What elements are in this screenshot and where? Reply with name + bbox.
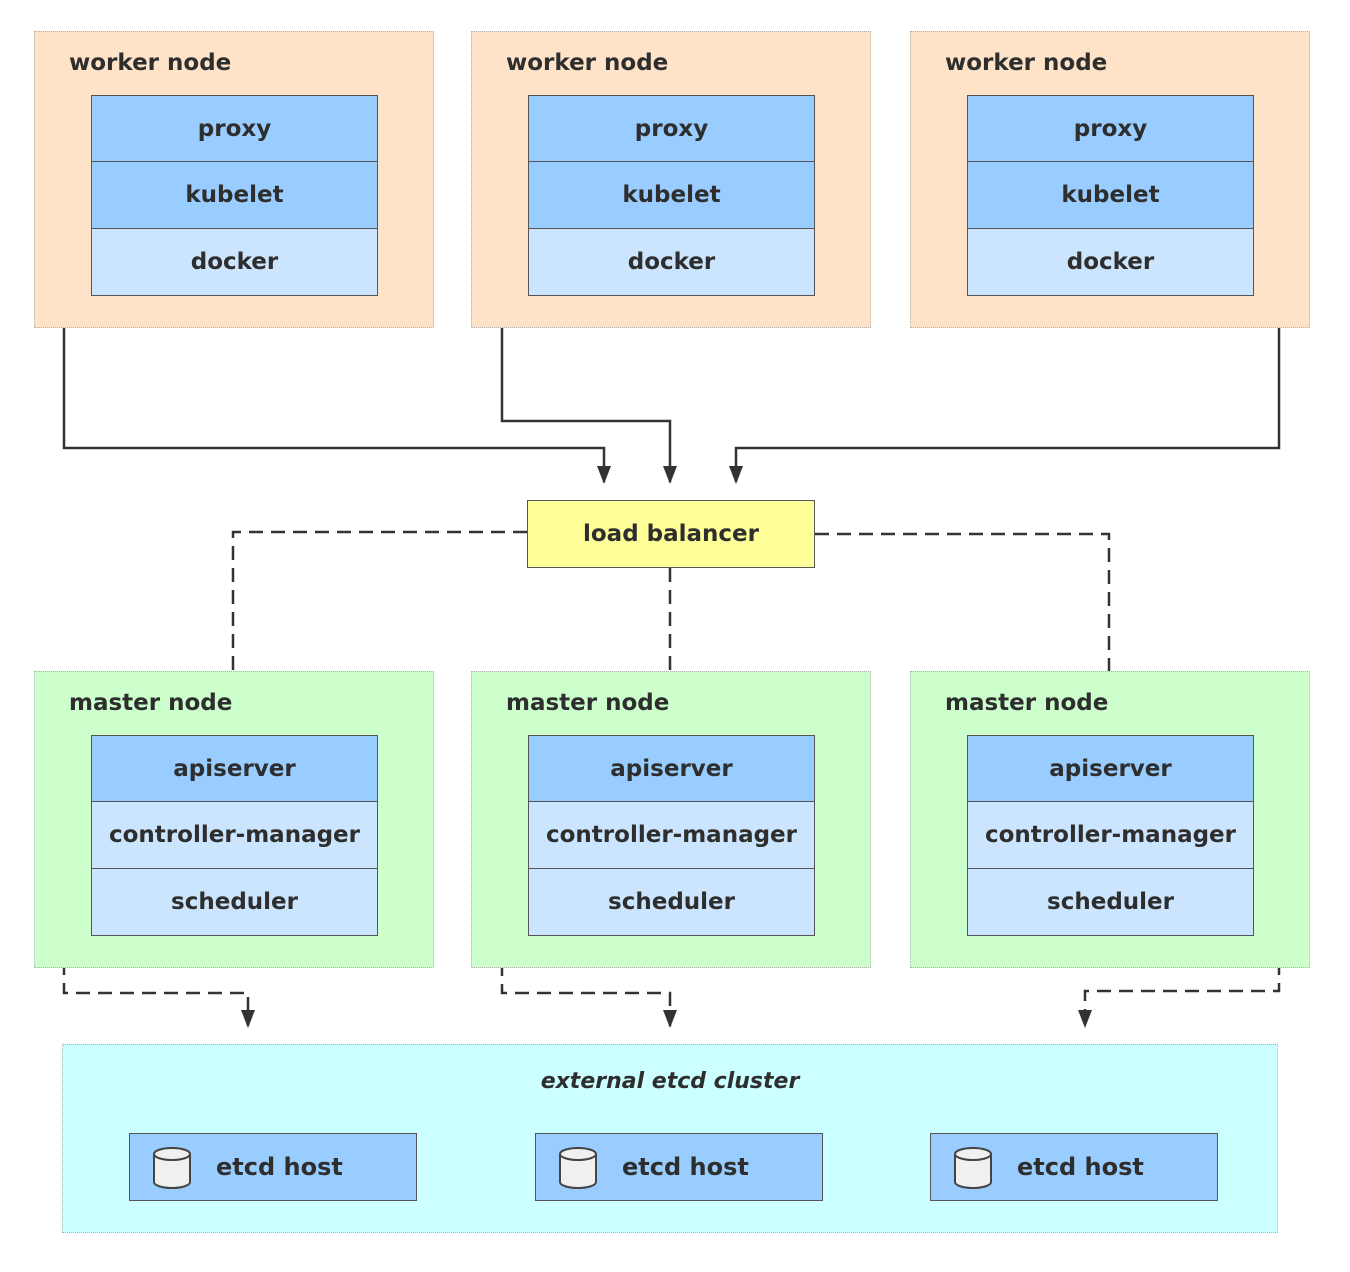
etcd-host-1: etcd host [129, 1133, 417, 1201]
etcd-host-label: etcd host [622, 1153, 749, 1181]
component-kubelet: kubelet [967, 162, 1254, 229]
component-stack: apiserver controller-manager scheduler [528, 735, 815, 936]
etcd-host-3: etcd host [930, 1133, 1218, 1201]
component-docker: docker [528, 229, 815, 296]
component-scheduler: scheduler [967, 869, 1254, 936]
master-node-2: master node apiserver controller-manager… [471, 671, 871, 968]
component-docker: docker [91, 229, 378, 296]
database-icon [954, 1147, 992, 1189]
master-node-1: master node apiserver controller-manager… [34, 671, 434, 968]
component-scheduler: scheduler [91, 869, 378, 936]
component-proxy: proxy [967, 95, 1254, 162]
etcd-host-label: etcd host [216, 1153, 343, 1181]
component-stack: proxy kubelet docker [967, 95, 1254, 296]
group-title: worker node [506, 50, 669, 76]
load-balancer: load balancer [527, 500, 815, 568]
worker-node-2: worker node proxy kubelet docker [471, 31, 871, 328]
component-proxy: proxy [528, 95, 815, 162]
worker-node-1: worker node proxy kubelet docker [34, 31, 434, 328]
etcd-host-2: etcd host [535, 1133, 823, 1201]
worker-node-3: worker node proxy kubelet docker [910, 31, 1310, 328]
component-kubelet: kubelet [91, 162, 378, 229]
component-apiserver: apiserver [528, 735, 815, 802]
database-icon [153, 1147, 191, 1189]
component-kubelet: kubelet [528, 162, 815, 229]
component-stack: proxy kubelet docker [91, 95, 378, 296]
component-scheduler: scheduler [528, 869, 815, 936]
component-docker: docker [967, 229, 1254, 296]
group-title: master node [945, 690, 1109, 716]
group-title: worker node [945, 50, 1108, 76]
component-controller-manager: controller-manager [91, 802, 378, 869]
etcd-host-label: etcd host [1017, 1153, 1144, 1181]
etcd-cluster: external etcd cluster etcd host etcd hos… [62, 1044, 1278, 1233]
etcd-cluster-title: external etcd cluster [540, 1069, 800, 1094]
component-apiserver: apiserver [91, 735, 378, 802]
component-stack: apiserver controller-manager scheduler [91, 735, 378, 936]
master-node-3: master node apiserver controller-manager… [910, 671, 1310, 968]
group-title: master node [506, 690, 670, 716]
component-controller-manager: controller-manager [528, 802, 815, 869]
group-title: worker node [69, 50, 232, 76]
component-apiserver: apiserver [967, 735, 1254, 802]
component-controller-manager: controller-manager [967, 802, 1254, 869]
component-proxy: proxy [91, 95, 378, 162]
database-icon [559, 1147, 597, 1189]
component-stack: apiserver controller-manager scheduler [967, 735, 1254, 936]
group-title: master node [69, 690, 233, 716]
component-stack: proxy kubelet docker [528, 95, 815, 296]
